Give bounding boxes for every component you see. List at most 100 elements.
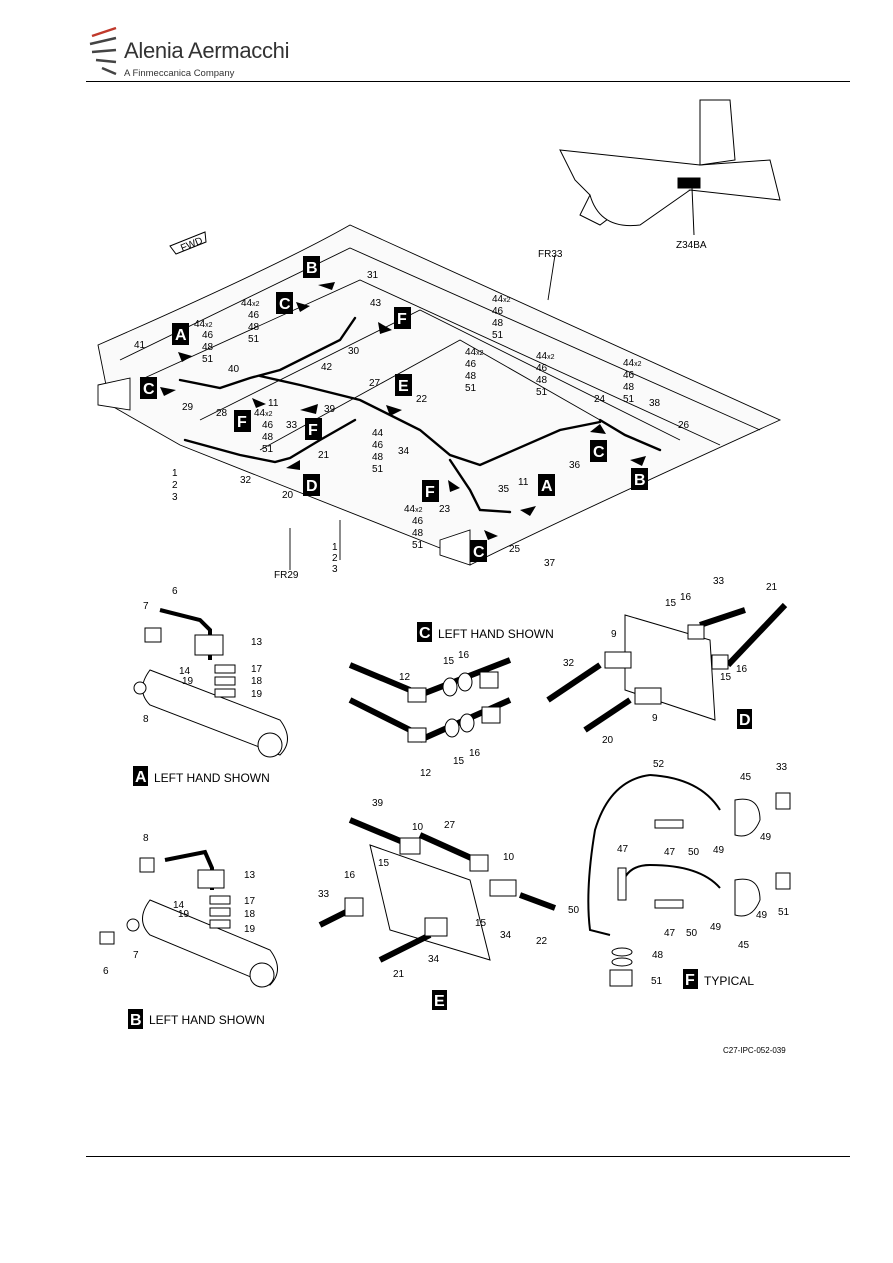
- svg-text:46: 46: [536, 363, 548, 374]
- frame-label-bottom: FR29: [274, 570, 299, 581]
- logo-swoosh-icon: [89, 26, 117, 76]
- svg-text:44: 44: [372, 428, 384, 439]
- svg-text:F: F: [237, 414, 247, 431]
- svg-text:12: 12: [399, 672, 411, 683]
- svg-text:34: 34: [428, 954, 440, 965]
- svg-text:33: 33: [776, 762, 788, 773]
- svg-text:33: 33: [713, 576, 725, 587]
- svg-text:33: 33: [318, 889, 330, 900]
- svg-text:47: 47: [664, 928, 676, 939]
- svg-text:44x2: 44x2: [492, 294, 511, 305]
- fwd-arrow-icon: [169, 231, 207, 255]
- detail-a-numbers: 6 7 13 14 17 18 19 19 8: [143, 586, 263, 725]
- svg-text:15: 15: [665, 598, 677, 609]
- svg-text:15: 15: [475, 918, 487, 929]
- svg-text:48: 48: [248, 322, 260, 333]
- detail-e-numbers: 39 10 27 10 15 16 33 15 34 22 34 21: [318, 798, 548, 980]
- svg-text:20: 20: [282, 490, 294, 501]
- svg-text:C: C: [593, 444, 605, 461]
- svg-text:48: 48: [492, 318, 504, 329]
- svg-text:51: 51: [623, 394, 635, 405]
- svg-text:15: 15: [443, 656, 455, 667]
- detail-d-numbers: 9 9 15 16 33 21 32 20 15 16: [563, 576, 778, 746]
- company-logo: [86, 22, 306, 82]
- detail-b-caption: LEFT HAND SHOWN: [149, 1013, 265, 1027]
- svg-text:33: 33: [286, 420, 298, 431]
- svg-text:21: 21: [318, 450, 330, 461]
- detail-d-badge: [737, 709, 752, 729]
- svg-text:2: 2: [332, 553, 338, 564]
- svg-text:F: F: [308, 422, 318, 439]
- svg-text:45: 45: [740, 772, 752, 783]
- svg-text:13: 13: [244, 870, 256, 881]
- svg-text:10: 10: [503, 852, 515, 863]
- svg-text:C: C: [279, 296, 291, 313]
- svg-text:48: 48: [465, 371, 477, 382]
- svg-text:7: 7: [133, 950, 139, 961]
- svg-text:E: E: [434, 993, 445, 1010]
- svg-text:49: 49: [760, 832, 772, 843]
- svg-text:3: 3: [332, 564, 338, 575]
- svg-text:F: F: [397, 311, 407, 328]
- svg-text:16: 16: [344, 870, 356, 881]
- svg-text:D: D: [739, 712, 751, 729]
- svg-text:12: 12: [420, 768, 432, 779]
- svg-text:16: 16: [736, 664, 748, 675]
- svg-text:F: F: [685, 972, 695, 989]
- view-arrows: [160, 282, 646, 540]
- detail-b-numbers: 8 13 14 17 19 18 19 6 7: [103, 833, 256, 977]
- svg-text:51: 51: [536, 387, 548, 398]
- svg-text:1: 1: [332, 542, 338, 553]
- svg-text:37: 37: [544, 558, 556, 569]
- svg-text:6: 6: [103, 966, 109, 977]
- svg-text:48: 48: [372, 452, 384, 463]
- svg-text:24: 24: [594, 394, 606, 405]
- svg-text:44x2: 44x2: [465, 347, 484, 358]
- fuselage-structure: [97, 224, 782, 570]
- zone-label: Z34BA: [676, 240, 707, 251]
- svg-text:10: 10: [412, 822, 424, 833]
- svg-text:51: 51: [248, 334, 260, 345]
- svg-text:C: C: [143, 381, 155, 398]
- svg-text:A: A: [175, 327, 187, 344]
- hydraulic-tubing: [178, 316, 662, 514]
- svg-text:46: 46: [262, 420, 274, 431]
- svg-text:44x2: 44x2: [536, 351, 555, 362]
- svg-text:E: E: [398, 378, 409, 395]
- svg-text:22: 22: [536, 936, 548, 947]
- svg-text:22: 22: [416, 394, 428, 405]
- svg-text:18: 18: [251, 676, 263, 687]
- brand-name: Alenia Aermacchi: [124, 38, 290, 63]
- svg-text:32: 32: [563, 658, 575, 669]
- svg-text:35: 35: [498, 484, 510, 495]
- detail-f-badge: [683, 969, 698, 989]
- svg-text:46: 46: [492, 306, 504, 317]
- svg-text:47: 47: [664, 847, 676, 858]
- svg-text:48: 48: [412, 528, 424, 539]
- svg-text:20: 20: [602, 735, 614, 746]
- detail-e-drawing: [318, 817, 557, 963]
- svg-text:19: 19: [182, 676, 194, 687]
- svg-text:46: 46: [248, 310, 260, 321]
- svg-text:B: B: [634, 472, 646, 489]
- svg-text:49: 49: [710, 922, 722, 933]
- svg-text:21: 21: [766, 582, 778, 593]
- svg-text:48: 48: [262, 432, 274, 443]
- svg-text:38: 38: [649, 398, 661, 409]
- detail-e-badge: [432, 990, 447, 1010]
- svg-text:19: 19: [251, 689, 263, 700]
- svg-text:1: 1: [172, 468, 178, 479]
- svg-text:44x2: 44x2: [194, 319, 213, 330]
- svg-text:25: 25: [509, 544, 521, 555]
- svg-text:A: A: [541, 478, 553, 495]
- svg-text:46: 46: [202, 330, 214, 341]
- svg-text:30: 30: [348, 346, 360, 357]
- figure-id: C27-IPC-052-039: [723, 1046, 786, 1055]
- svg-text:50: 50: [688, 847, 700, 858]
- svg-text:8: 8: [143, 833, 149, 844]
- svg-text:27: 27: [369, 378, 381, 389]
- overview-callouts: B C F A C F F E F D A C C B: [140, 256, 648, 562]
- svg-text:51: 51: [492, 330, 504, 341]
- svg-text:47: 47: [617, 844, 629, 855]
- svg-text:44x2: 44x2: [404, 504, 423, 515]
